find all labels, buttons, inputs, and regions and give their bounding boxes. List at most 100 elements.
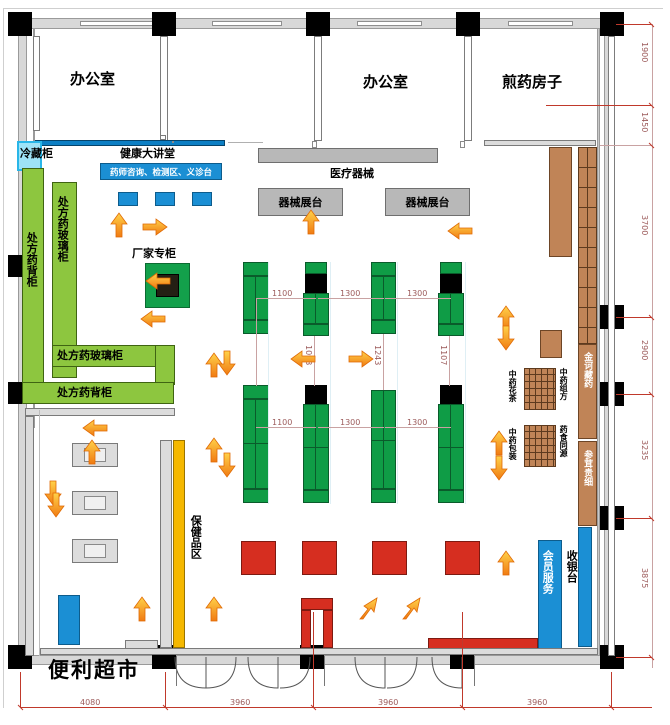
flow-arrow-left-2 (145, 272, 171, 290)
flow-arrow-up-4 (205, 596, 223, 622)
dim-right-3875: 3875 (640, 568, 649, 589)
shelf-gap-dim-1: 1093 (304, 345, 313, 366)
consult-seat-1 (118, 192, 138, 206)
gondola-r2-c4-div (438, 447, 464, 448)
shelf-dim-line-r1-1 (256, 298, 316, 299)
column-stem-1 (33, 36, 40, 131)
shelf-dim-r2-2: 1300 (340, 418, 361, 427)
gondola-r2-c2-foot (303, 490, 329, 503)
flow-arrow-up-1 (110, 212, 128, 238)
gondola-r1-c2-column (305, 274, 327, 293)
window-mullion-3 (357, 21, 422, 26)
shelf-dim-line-r1-3 (385, 298, 451, 299)
shelf-dim-r2-3: 1300 (407, 418, 428, 427)
dim-bottom-3960-1: 3960 (230, 698, 251, 707)
member-service-counter (538, 540, 562, 650)
gondola-r1-c2-spine (315, 293, 316, 324)
gondola-r1-c4-column (440, 274, 462, 293)
herb-small-block (540, 330, 562, 358)
red-display-2 (302, 541, 337, 575)
aisle-guide-1 (268, 262, 269, 504)
dim-right-tie-0 (616, 24, 652, 25)
flow-arrow-up-5 (205, 437, 223, 463)
shelf-dim-r1-2: 1300 (340, 289, 361, 298)
herb-drawer-grid-h7 (578, 287, 597, 288)
herb-drawer-grid-v (587, 147, 588, 344)
gondola-r1-c3-foot (371, 320, 396, 334)
herb-drawer-grid-h4 (578, 227, 597, 228)
consult-seat-2 (155, 192, 175, 206)
flow-arrow-diag-1 (359, 597, 378, 620)
device-display-stand-1-label: 器械展台 (278, 196, 323, 209)
gondola-r1-c4-spine (450, 293, 451, 324)
dim-right-tie-2 (600, 145, 652, 146)
seating-unit-2-inner (84, 496, 106, 510)
dim-right-axis (652, 24, 653, 668)
shelf-tie-r1-left (256, 298, 257, 334)
bottom-shelf-stub (125, 640, 158, 649)
counter-front-wall (25, 408, 175, 416)
room-label-decoction-room: 煎药房子 (502, 73, 563, 91)
device-counter-stem-2 (460, 141, 465, 148)
rx-back-cabinet-vertical-label: 处方药背柜 (25, 232, 39, 287)
flow-arrow-left-1 (140, 310, 166, 328)
window-mullion-4 (508, 21, 573, 26)
entrance-gate-right (323, 610, 333, 648)
herb-drawer-grid-h6 (578, 267, 597, 268)
door-frame-line-2 (324, 656, 325, 686)
gondola-r2-c1-div (243, 443, 269, 444)
medical-devices-label: 医疗器械 (330, 167, 374, 180)
door-swings (174, 656, 463, 689)
herb-drawer-grid-h8 (578, 307, 597, 308)
health-products-backwall (160, 440, 172, 648)
health-lecture-bar (35, 140, 225, 146)
dim-bottom-tick-3 (462, 612, 463, 707)
room-label-office-2: 办公室 (363, 73, 409, 91)
gold-storage-cabinet (578, 344, 597, 439)
device-display-stand-2-label: 器械展台 (405, 196, 450, 209)
flow-arrow-left-4 (447, 222, 473, 240)
room-label-office-1: 办公室 (70, 70, 116, 88)
device-display-stand-2: 器械展台 (385, 188, 470, 216)
red-display-4 (445, 541, 480, 575)
gondola-r1-c2-foot (303, 324, 329, 336)
health-products-label: 保健品区 (189, 515, 203, 559)
dim-right-1900: 1900 (640, 42, 649, 63)
flow-arrow-up-8 (490, 430, 508, 456)
flow-arrow-up-2 (83, 439, 101, 465)
entrance-gate-left (301, 610, 311, 648)
dim-right-3700: 3700 (640, 215, 649, 236)
gondola-r2-c1-foot (243, 489, 269, 503)
herb-table-1-lines (524, 368, 556, 410)
gondola-r2-c1-body (243, 399, 269, 489)
column-stem-4 (464, 36, 472, 141)
herb-drawer-grid-h3 (578, 207, 597, 208)
dim-right-tie-6 (616, 657, 652, 658)
rx-glass-cabinet-horizontal-label: 处方药玻璃柜 (57, 349, 123, 362)
frame-left-border (3, 8, 4, 708)
manufacturer-counter-label: 厂家专柜 (132, 247, 176, 260)
member-service-label: 会员服务 (541, 550, 555, 594)
dim-bottom-tick-0 (20, 672, 21, 707)
partition-line-right-of-bar (228, 142, 263, 143)
flow-arrow-left-5 (290, 350, 316, 368)
flow-arrow-right-3 (348, 350, 374, 368)
ginseng-cabinet (578, 441, 597, 526)
convenience-store-title: 便利超市 (48, 658, 140, 682)
dim-right-tie-3 (616, 317, 652, 318)
rx-glass-cabinet-corner (155, 345, 175, 385)
dim-bottom-tick-4 (611, 672, 612, 707)
pharmacist-consultation-label: 药师咨询、检测区、义诊台 (109, 167, 212, 178)
shelf-dim-r1-1: 1100 (272, 289, 293, 298)
shelf-dim-r1-3: 1300 (407, 289, 428, 298)
decoction-partition-wall (484, 140, 596, 146)
decoction-brown-cabinet (549, 147, 572, 257)
shelf-dim-line-r2-2 (318, 427, 384, 428)
flow-arrow-diag-2 (402, 597, 421, 620)
herb-drawer-grid-h5 (578, 247, 597, 248)
flow-arrow-down-2 (47, 492, 65, 518)
flow-arrow-right-1 (142, 218, 168, 236)
shelf-gap-dim-3: 1107 (439, 345, 448, 366)
rx-back-cabinet-horizontal (22, 382, 174, 404)
